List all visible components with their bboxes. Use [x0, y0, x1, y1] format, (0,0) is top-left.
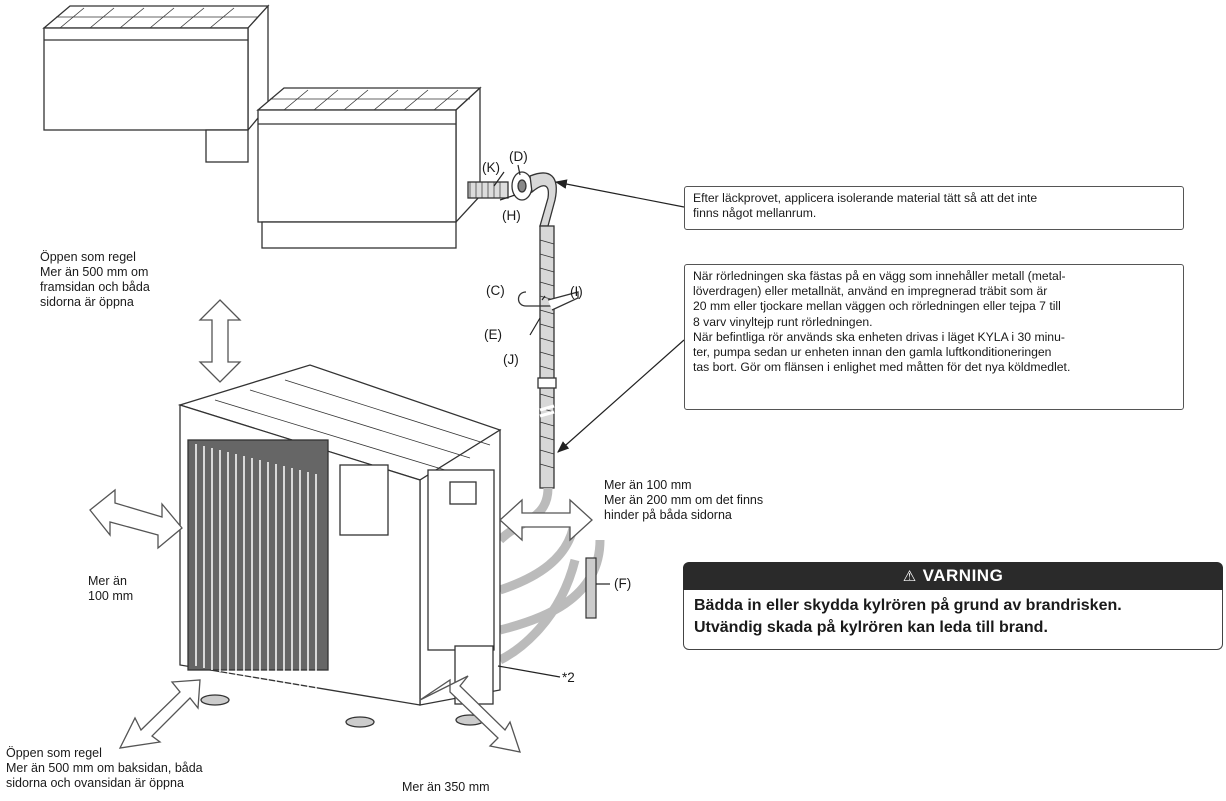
indoor-unit-left: [42, 4, 270, 163]
label-k: (K): [482, 160, 500, 175]
warning-box: ⚠ VARNING Bädda in eller skydda kylrören …: [683, 562, 1223, 650]
insulation-line-2: finns något mellanrum.: [693, 206, 817, 221]
label-h: (H): [502, 208, 521, 223]
label-i: (I): [570, 284, 583, 299]
label-d: (D): [509, 149, 528, 164]
clearance-top-line-2: Mer än 500 mm om: [40, 265, 149, 279]
piping-callout: När rörledningen ska fästas på en vägg s…: [684, 264, 1184, 410]
piping-line-4: 8 varv vinyltejp runt rörledningen.: [693, 314, 873, 329]
piping-line-5: När befintliga rör används ska enheten d…: [693, 329, 1065, 344]
clearance-right-line-3: hinder på båda sidorna: [604, 508, 732, 522]
piping-line-3: 20 mm eller tjockare mellan väggen och r…: [693, 299, 1061, 314]
clearance-right-text: Mer än 100 mm Mer än 200 mm om det finns…: [604, 478, 763, 523]
clearance-front-text: Mer än 350 mm: [402, 780, 490, 795]
label-note-2: *2: [562, 670, 575, 685]
warning-header: ⚠ VARNING: [683, 562, 1223, 590]
label-c: (C): [486, 283, 505, 298]
leader-lines: [493, 164, 685, 678]
clearance-back-line-3: sidorna och ovansidan är öppna: [6, 776, 184, 790]
clearance-right-line-1: Mer än 100 mm: [604, 478, 692, 492]
piping-line-7: tas bort. Gör om flänsen i enlighet med …: [693, 360, 1071, 375]
clearance-back-text: Öppen som regel Mer än 500 mm om baksida…: [6, 746, 203, 791]
warning-title: VARNING: [922, 566, 1004, 585]
warning-line-1: Bädda in eller skydda kylrören på grund …: [694, 597, 1122, 614]
piping-line-6: ter, pumpa sedan ur enheten innan den ga…: [693, 345, 1052, 360]
clearance-back-line-1: Öppen som regel: [6, 746, 102, 760]
clearance-top-line-4: sidorna är öppna: [40, 295, 134, 309]
piping-line-1: När rörledningen ska fästas på en vägg s…: [693, 269, 1066, 283]
outdoor-unit: [177, 364, 502, 728]
clearance-top-text: Öppen som regel Mer än 500 mm om framsid…: [40, 250, 150, 310]
clearance-back-line-2: Mer än 500 mm om baksidan, båda: [6, 761, 203, 775]
clearance-right-line-2: Mer än 200 mm om det finns: [604, 493, 764, 507]
warning-triangle-icon: ⚠: [902, 568, 917, 585]
insulation-line-1: Efter läckprovet, applicera isolerande m…: [693, 191, 1038, 205]
label-j: (J): [503, 352, 519, 367]
warning-body: Bädda in eller skydda kylrören på grund …: [683, 590, 1223, 650]
insulation-callout: Efter läckprovet, applicera isolerande m…: [684, 186, 1184, 230]
label-f: (F): [614, 576, 632, 591]
clearance-top-line-1: Öppen som regel: [40, 250, 136, 264]
warning-line-2: Utvändig skada på kylrören kan leda till…: [694, 619, 1048, 636]
pipe-connection: [467, 171, 579, 489]
indoor-unit-right: [256, 86, 482, 249]
clearance-left-line-1: Mer än: [88, 574, 127, 588]
clearance-top-line-3: framsidan och båda: [40, 280, 150, 294]
clearance-arrows: [89, 299, 593, 753]
clearance-left-line-2: 100 mm: [88, 589, 134, 603]
piping-line-2: löverdragen) eller metallnät, använd en …: [693, 284, 1048, 299]
clearance-front-line-1: Mer än 350 mm: [402, 780, 490, 794]
label-e: (E): [484, 327, 502, 342]
clearance-left-text: Mer än 100 mm: [88, 574, 133, 604]
